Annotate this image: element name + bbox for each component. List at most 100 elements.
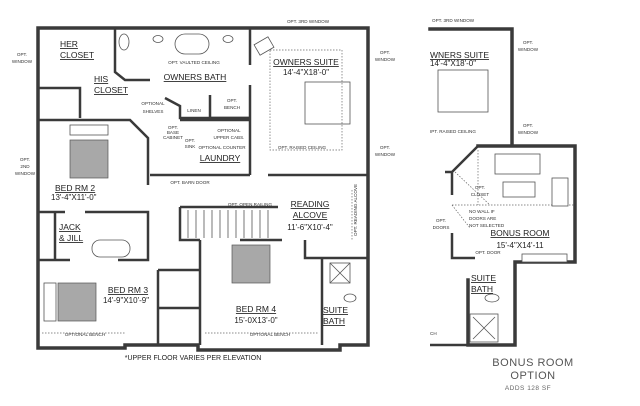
laundry-label: LAUNDRY	[200, 153, 241, 163]
owners-suite-label: OWNERS SUITE	[273, 57, 339, 67]
optional-counter-label: OPTIONAL COUNTER	[198, 145, 246, 150]
opt-reading-alcove-label: OPT. READING ALCOVE	[353, 184, 358, 236]
reading-alcove-label: ALCOVE	[293, 210, 328, 220]
his-closet-label: CLOSET	[94, 85, 128, 95]
bathtub-icon	[174, 33, 210, 55]
no-wall-note: DOORS ARE	[469, 216, 496, 221]
opt-window-label: OPT.	[523, 40, 533, 45]
bed-rm-3-size: 14'-9"X10'-9"	[103, 296, 149, 305]
bed-rm-2-size: 13'-4"X11'-0"	[51, 193, 97, 202]
reading-alcove-size: 11'-6"X10'-4"	[287, 223, 333, 232]
suite-bath-label: BATH	[323, 316, 345, 326]
opt-vaulted-ceiling-label: OPT. VAULTED CEILING	[168, 60, 220, 65]
suite-bath-label: SUITE	[323, 305, 348, 315]
bonus-plan-walls	[428, 27, 577, 347]
raised-ceiling-outline	[269, 49, 343, 151]
elevation-note: *UPPER FLOOR VARIES PER ELEVATION	[125, 355, 262, 362]
armchair-icon	[253, 36, 275, 56]
opt-2nd-window-label: WINDOW	[15, 171, 36, 176]
opt-window-label: WINDOW	[518, 47, 539, 52]
sink-icon	[222, 35, 234, 43]
no-wall-note: NOT SELECTED	[469, 223, 505, 228]
opt-raised-ceiling-label: IPT. RAISED CEILING	[430, 129, 476, 134]
opt-window-label: OPT.	[523, 123, 533, 128]
opt-doors-label: DOORS	[433, 225, 450, 230]
main-plan-labels: OPT. 3RD WINDOW OPT. WINDOW OPT. WINDOW …	[12, 19, 396, 362]
bench-partial-label: CH	[430, 331, 437, 336]
opt-door-label: OPT. DOOR	[475, 250, 501, 255]
bed-rm-2-label: BED RM 2	[55, 183, 95, 193]
her-closet-label: HER	[60, 39, 78, 49]
bonus-plan-labels: OPT. 3RD WINDOW WNERS SUITE 14'-4"X18'-0…	[430, 18, 573, 392]
console-icon	[521, 253, 568, 263]
coffee-table-icon	[502, 181, 536, 198]
stair-treads	[187, 210, 269, 238]
main-furniture	[42, 33, 357, 334]
jack-jill-tub-icon	[91, 239, 131, 258]
bed-3-headboard	[43, 282, 57, 322]
bonus-room-label: BONUS ROOM	[490, 228, 549, 238]
opt-base-cabinet-label: BASE	[167, 130, 179, 135]
opt-barn-door-label: OPT. BARN DOOR	[170, 180, 210, 185]
suite-bath-label: BATH	[471, 284, 493, 294]
opt-2nd-window-label: 2ND	[20, 164, 30, 169]
bed-2-icon	[69, 139, 109, 179]
optional-upper-cabs-label: OPTIONAL	[217, 128, 241, 133]
opt-sink-label: OPT.	[185, 138, 195, 143]
bed-rm-3-label: BED RM 3	[108, 285, 148, 295]
toilet-icon	[118, 33, 130, 51]
optional-bench-label: OPTIONAL BENCH	[65, 332, 105, 337]
opt-base-cabinet-label: CABINET	[163, 135, 183, 140]
main-plan-walls	[36, 26, 370, 352]
opt-bench-label: OPT.	[227, 98, 237, 103]
owners-bed-icon	[437, 69, 489, 113]
opt-closet-label: CLOSET	[471, 192, 490, 197]
suite-bath-label: SUITE	[471, 273, 496, 283]
optional-shelves-label: SHELVES	[143, 109, 164, 114]
opt-3rd-window-label: OPT. 3RD WINDOW	[287, 19, 330, 24]
opt-2nd-window-label: OPT.	[20, 157, 30, 162]
owners-suite-partial-label: WNERS SUITE	[430, 50, 489, 60]
bonus-option-title: BONUS ROOM	[492, 357, 573, 369]
bed-3-icon	[57, 282, 97, 322]
bonus-option-subtitle: ADDS 128 SF	[505, 385, 551, 392]
bed-rm-4-label: BED RM 4	[236, 304, 276, 314]
her-closet-label: CLOSET	[60, 50, 94, 60]
opt-window-label: OPT.	[380, 145, 390, 150]
sink-icon	[152, 35, 164, 43]
jack-jill-label: & JILL	[59, 233, 83, 243]
opt-window-label: WINDOW	[12, 59, 33, 64]
sofa-icon	[494, 153, 541, 175]
bed-rm-4-size: 15'-0X13'-0"	[234, 316, 277, 325]
bonus-room-size: 15'-4"X14'-11	[496, 241, 544, 250]
opt-open-railing-label: OPT. OPEN RAILING	[228, 202, 273, 207]
optional-upper-cabs-label: UPPER CABS.	[214, 135, 245, 140]
opt-window-label: OPT.	[17, 52, 27, 57]
opt-bench-label: BENCH	[224, 105, 240, 110]
opt-window-label: WINDOW	[375, 152, 396, 157]
owners-bath-label: OWNERS BATH	[164, 72, 227, 82]
opt-window-label: WINDOW	[518, 130, 539, 135]
owners-bed-icon	[304, 81, 351, 125]
reading-alcove-label: READING	[291, 199, 330, 209]
linen-label: LINEN	[187, 108, 201, 113]
bed-2-headboard	[69, 124, 109, 136]
jack-jill-label: JACK	[59, 222, 81, 232]
bed-4-icon	[231, 244, 271, 284]
opt-base-cabinet-label: OPT.	[168, 125, 178, 130]
bonus-option-title: OPTION	[510, 370, 555, 382]
optional-shelves-label: OPTIONAL	[141, 101, 165, 106]
opt-sink-label: SINK	[185, 144, 197, 149]
toilet-icon	[484, 293, 500, 303]
owners-suite-size: 14'-4"X18'-0"	[283, 68, 329, 77]
opt-window-label: WINDOW	[375, 57, 396, 62]
loveseat-icon	[551, 177, 569, 207]
toilet-icon	[343, 293, 357, 303]
opt-3rd-window-label: OPT. 3RD WINDOW	[432, 18, 475, 23]
opt-window-label: OPT.	[380, 50, 390, 55]
opt-doors-label: OPT.	[436, 218, 446, 223]
opt-closet-label: OPT.	[475, 185, 485, 190]
opt-raised-ceiling-label: OPT. RAISED CEILING	[278, 145, 327, 150]
optional-bench-label: OPTIONAL BENCH	[250, 332, 290, 337]
